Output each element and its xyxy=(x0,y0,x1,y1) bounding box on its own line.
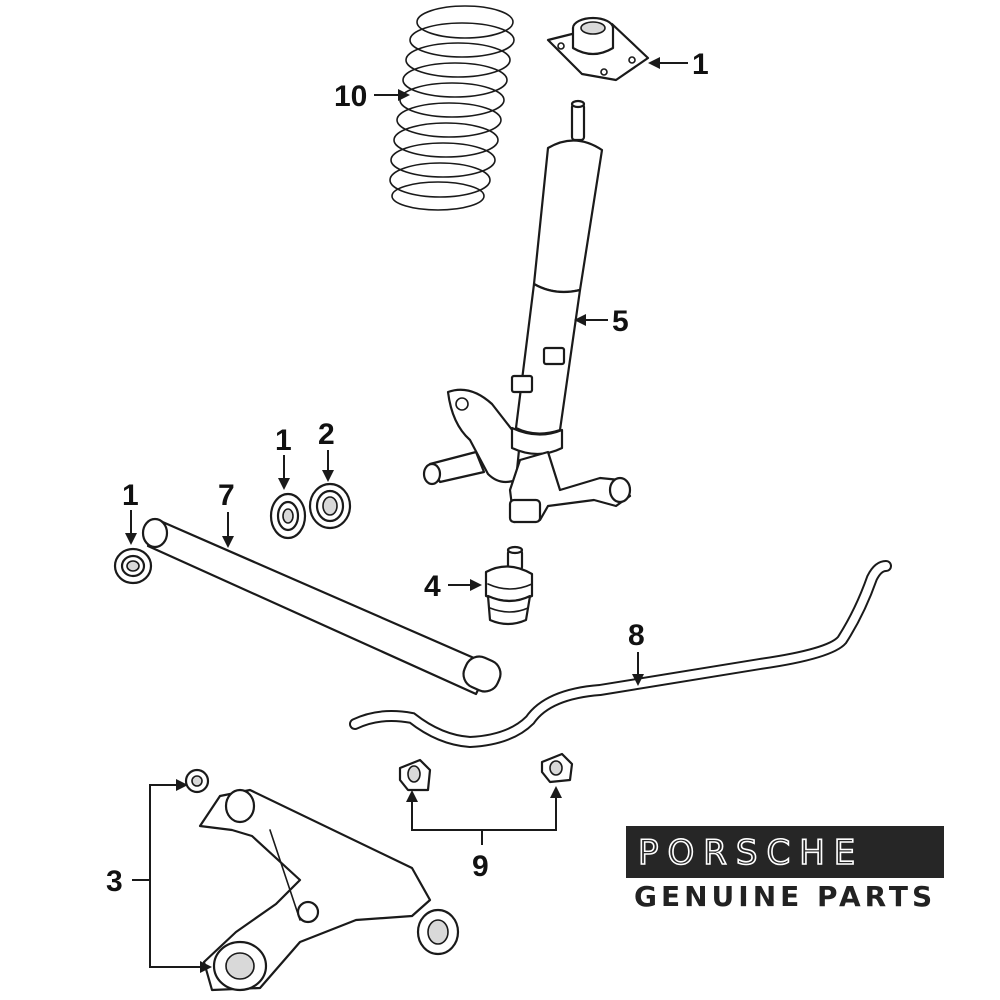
callout-arrow-1-top xyxy=(648,57,688,69)
stabilizer-bushings xyxy=(398,752,574,792)
coil-spring xyxy=(389,5,515,211)
callout-arrow-8 xyxy=(632,652,644,686)
callout-number-9: 9 xyxy=(472,850,489,883)
callout-number-3: 3 xyxy=(106,865,123,898)
callout-number-10: 10 xyxy=(334,80,367,113)
bushing-mid xyxy=(269,492,307,540)
bushing-sleeve xyxy=(308,482,352,530)
bump-stop xyxy=(484,545,534,626)
logo-tagline: GENUINE PARTS xyxy=(634,880,936,913)
callout-number-1-mid: 1 xyxy=(275,424,292,457)
callout-number-8: 8 xyxy=(628,619,645,652)
callout-arrow-1-left xyxy=(125,510,137,545)
callout-bracket-3 xyxy=(132,779,212,973)
callout-arrow-2 xyxy=(322,450,334,482)
callout-arrow-4 xyxy=(448,579,482,591)
callout-number-5: 5 xyxy=(612,305,629,338)
strut-rod xyxy=(141,517,502,696)
callout-number-1-left: 1 xyxy=(122,479,139,512)
logo-wordmark: PORSCHE xyxy=(638,833,864,873)
callout-number-7: 7 xyxy=(218,479,235,512)
callout-number-1-top: 1 xyxy=(692,48,709,81)
callout-arrow-10 xyxy=(374,89,410,101)
porsche-genuine-parts-logo: PORSCHE GENUINE PARTS xyxy=(626,826,944,913)
callout-arrow-7 xyxy=(222,512,234,548)
stabilizer-bar xyxy=(349,560,892,749)
control-arm xyxy=(184,768,460,992)
strut-assembly xyxy=(422,99,632,524)
strut-mount xyxy=(546,16,650,82)
callout-number-4: 4 xyxy=(424,570,441,603)
callout-arrow-1-mid xyxy=(278,455,290,490)
bushing-left xyxy=(113,547,153,585)
callout-bracket-9 xyxy=(406,786,562,845)
callout-arrow-5 xyxy=(574,314,608,326)
callout-number-2: 2 xyxy=(318,418,335,451)
